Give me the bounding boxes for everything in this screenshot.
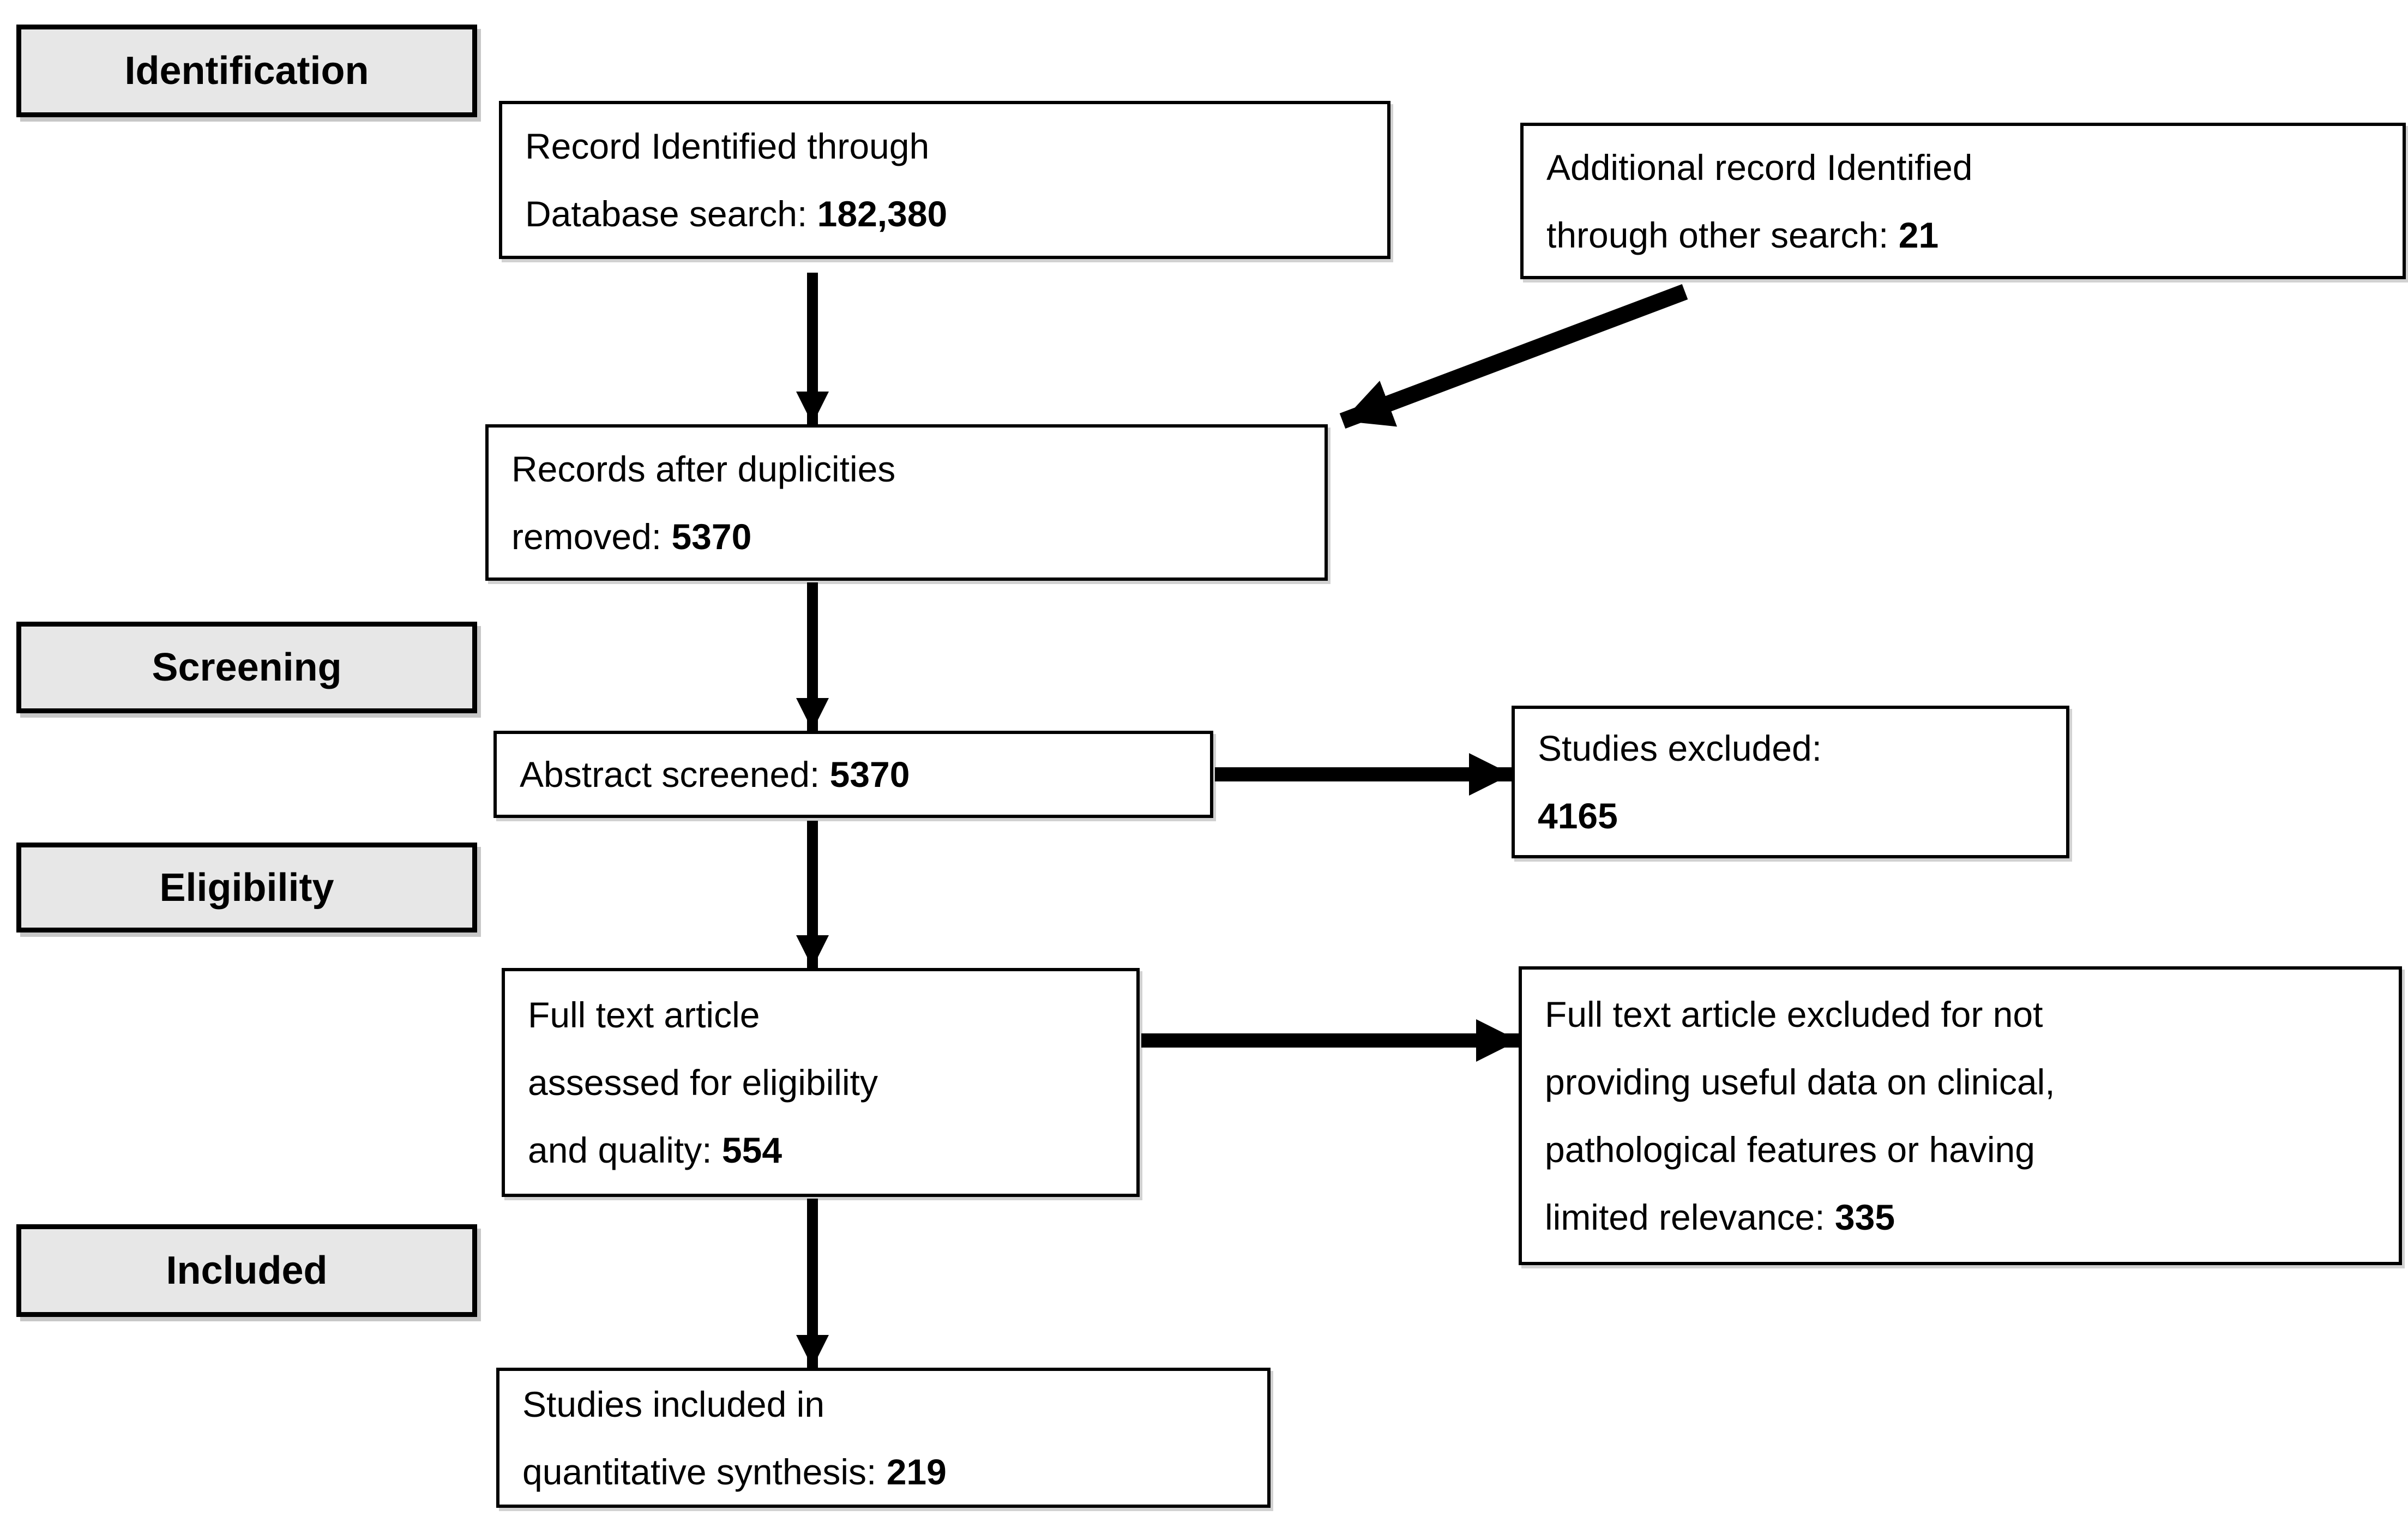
box-text-line: Abstract screened: 5370 — [520, 741, 1197, 808]
after-duplicates-count: 5370 — [671, 516, 752, 557]
included-synthesis-count: 219 — [886, 1451, 947, 1492]
additional-records-box: Additional record Identified through oth… — [1520, 123, 2406, 279]
box-text-line: Full text article excluded for not — [1545, 994, 2043, 1034]
box-text-line: Record Identified through — [525, 126, 930, 166]
box-text: Abstract screened: — [520, 754, 820, 795]
box-text: Database search: — [525, 194, 808, 234]
stage-label-text: Identification — [124, 49, 369, 93]
box-text-line: limited relevance: 335 — [1545, 1183, 2386, 1251]
box-text: removed: — [511, 516, 662, 557]
stage-label-screening: Screening — [16, 622, 477, 713]
fulltext-excluded-count: 335 — [1834, 1197, 1895, 1237]
stage-label-text: Included — [166, 1249, 328, 1292]
box-text-line: Studies excluded: — [1538, 728, 1822, 768]
box-text-line: removed: 5370 — [511, 503, 1311, 570]
box-text-line: Full text article — [528, 995, 760, 1035]
stage-label-included: Included — [16, 1224, 477, 1317]
box-text-line: Database search: 182,380 — [525, 180, 1374, 248]
box-text-line: Studies included in — [522, 1383, 825, 1424]
stage-label-eligibility: Eligibility — [16, 843, 477, 933]
stage-label-text: Eligibility — [159, 865, 334, 910]
fulltext-assessed-count: 554 — [721, 1130, 782, 1170]
box-text: limited relevance: — [1545, 1197, 1825, 1237]
records-identified-count: 182,380 — [817, 194, 948, 234]
stage-label-text: Screening — [152, 646, 342, 689]
additional-records-count: 21 — [1898, 214, 1939, 255]
studies-excluded-count: 4165 — [1538, 796, 1618, 836]
records-identified-box: Record Identified through Database searc… — [499, 101, 1390, 259]
stage-label-identification: Identification — [16, 25, 477, 117]
box-text-line: through other search: 21 — [1546, 201, 2389, 269]
box-text-line: pathological features or having — [1545, 1129, 2035, 1170]
records-after-duplicates-box: Records after duplicities removed: 5370 — [485, 424, 1328, 581]
abstract-screened-count: 5370 — [829, 754, 910, 795]
abstract-screened-box: Abstract screened: 5370 — [493, 731, 1213, 818]
box-text-line: Additional record Identified — [1546, 147, 1973, 188]
included-synthesis-box: Studies included in quantitative synthes… — [496, 1368, 1271, 1508]
box-text-line: providing useful data on clinical, — [1545, 1062, 2055, 1102]
box-text: through other search: — [1546, 214, 1889, 255]
box-text-line: and quality: 554 — [528, 1116, 1123, 1184]
box-text: quantitative synthesis: — [522, 1451, 877, 1492]
arrow-additional-to-dedup — [1339, 284, 1688, 429]
fulltext-assessed-box: Full text article assessed for eligibili… — [502, 968, 1140, 1197]
box-text-line: quantitative synthesis: 219 — [522, 1438, 1254, 1506]
box-text-line: Records after duplicities — [511, 448, 896, 489]
studies-excluded-box: Studies excluded: 4165 — [1512, 706, 2069, 858]
box-text: and quality: — [528, 1130, 712, 1170]
fulltext-excluded-box: Full text article excluded for not provi… — [1519, 966, 2402, 1265]
box-text-line: assessed for eligibility — [528, 1062, 878, 1103]
